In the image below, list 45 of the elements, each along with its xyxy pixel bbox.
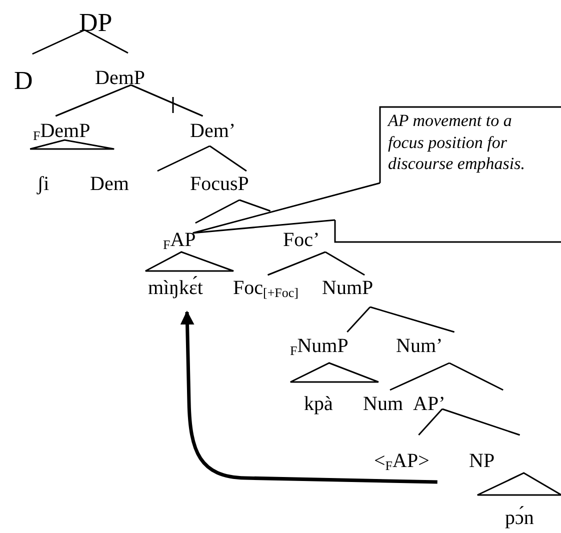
tree-branch — [449, 362, 504, 391]
category-label: NumP — [322, 278, 374, 298]
category-label: $_{F}$NumP — [290, 336, 348, 356]
callout-text: AP movement to a focus position for discourse emphasis. — [388, 110, 526, 174]
terminal-label: Dem — [90, 174, 129, 194]
callout-pointer — [192, 182, 381, 234]
tree-branch — [267, 251, 326, 276]
tree-branch — [157, 145, 210, 172]
tree-branch — [84, 29, 128, 54]
category-label: AP’ — [413, 394, 446, 414]
category-label: Foc’ — [283, 230, 320, 250]
category-label: DemP — [95, 68, 145, 88]
category-label: DP — [79, 10, 112, 36]
callout-box — [335, 107, 561, 242]
tree-branch — [55, 84, 132, 117]
tree-branch — [130, 84, 204, 117]
triangle-branch — [476, 472, 561, 496]
tree-branch — [32, 29, 85, 55]
terminal-label: Num — [363, 394, 403, 414]
terminal-label: ʃi — [37, 174, 50, 194]
triangle-branch — [29, 139, 115, 150]
terminal-label: D — [14, 68, 33, 94]
category-label: Num’ — [396, 336, 443, 356]
tree-branch — [209, 145, 247, 172]
terminal-label: kpà — [304, 394, 333, 414]
category-label: $_{F}$DemP — [33, 121, 90, 141]
tree-branch — [195, 199, 240, 224]
category-label: <$_{F}$AP> — [374, 451, 430, 471]
category-label: FocusP — [190, 174, 249, 194]
triangle-branch — [290, 362, 380, 383]
category-label: Foc$_{[+Foc]}$ — [233, 278, 298, 298]
tree-branch — [442, 408, 520, 436]
tree-branch — [324, 251, 365, 276]
category-label: Dem’ — [190, 121, 236, 141]
triangle-branch — [144, 251, 234, 272]
terminal-label: pɔ́n — [505, 508, 534, 528]
tree-branch — [418, 408, 443, 436]
terminal-label: mìŋkɛ́t — [148, 278, 203, 298]
tree-branch — [370, 306, 455, 333]
category-label: NP — [469, 451, 495, 471]
tree-branch — [346, 306, 371, 332]
tree-branch — [390, 362, 450, 391]
category-label: $_{F}$AP — [163, 230, 196, 250]
tree-branch — [239, 199, 271, 212]
movement-arrow — [180, 310, 438, 484]
